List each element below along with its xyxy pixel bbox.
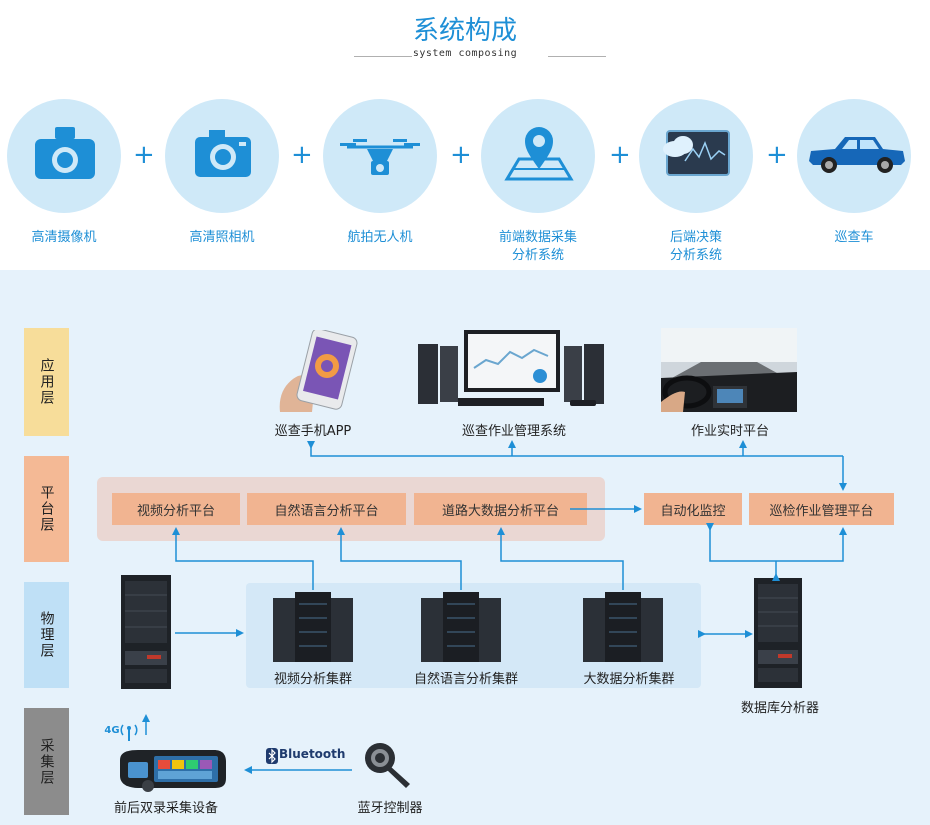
cloud-monitor-circle: [639, 99, 753, 213]
controller-label: 蓝牙控制器: [357, 801, 423, 816]
drone-circle: [323, 99, 437, 213]
bluetooth-icon: [266, 748, 278, 764]
phone-hand-image: [279, 330, 358, 412]
subtitle-rule-right: [548, 56, 606, 57]
bigdata-cluster-label: 大数据分析集群: [583, 672, 675, 687]
layer-physical: 物理层: [24, 582, 69, 688]
component-label-camera: 高清照相机: [189, 230, 255, 245]
video-platform-box: 视频分析平台: [112, 493, 240, 525]
network-4g-label: 4G: [104, 725, 120, 736]
cloud-monitor-icon: [663, 130, 730, 176]
bluetooth-controller-device: [365, 743, 410, 788]
system-label: 巡查作业管理系统: [461, 424, 566, 439]
dashboard-image: [661, 328, 797, 412]
antenna-icon: [120, 724, 138, 741]
page-subtitle: system composing: [412, 48, 518, 59]
page-title: 系统构成: [412, 16, 517, 46]
car-icon: [809, 137, 905, 173]
inspection-platform-box: 巡检作业管理平台: [749, 493, 894, 525]
server-rack-left: [121, 575, 171, 689]
layer-collection: 采集层: [24, 708, 69, 815]
video-cluster-servers: [273, 592, 353, 662]
recorder-label: 前后双录采集设备: [113, 801, 218, 816]
subtitle-rule-left: [354, 56, 412, 57]
db-analyzer-label: 数据库分析器: [740, 701, 819, 716]
nlp-cluster-label: 自然语言分析集群: [413, 672, 518, 687]
realtime-label: 作业实时平台: [690, 424, 769, 439]
component-label-drone: 航拍无人机: [347, 230, 413, 245]
map-pin-icon: [504, 127, 574, 181]
component-label-back-end: 后端决策分析系统: [669, 230, 722, 263]
car-circle: [797, 99, 911, 213]
camera-recorder-circle: [7, 99, 121, 213]
component-label-front-end: 前端数据采集分析系统: [498, 230, 577, 263]
automation-box: 自动化监控: [644, 493, 742, 525]
plus-sign-2: +: [291, 140, 313, 170]
bluetooth-label: Bluetooth: [263, 747, 349, 761]
bigdata-platform-box: 道路大数据分析平台: [414, 493, 587, 525]
db-analyzer-rack: [754, 578, 802, 688]
component-label-camera-recorder: 高清摄像机: [31, 230, 97, 245]
video-cluster-label: 视频分析集群: [273, 672, 352, 687]
plus-sign-5: +: [766, 140, 788, 170]
nlp-cluster-servers: [421, 592, 501, 662]
management-workstation-image: [418, 330, 604, 406]
camera-recorder-icon: [35, 127, 95, 179]
plus-sign-4: +: [609, 140, 631, 170]
plus-sign-1: +: [133, 140, 155, 170]
dual-recorder-device: [120, 750, 226, 792]
camera-circle: [165, 99, 279, 213]
drone-icon: [340, 139, 420, 175]
map-pin-circle: [481, 99, 595, 213]
layer-application: 应用层: [24, 328, 69, 436]
camera-icon: [195, 130, 251, 177]
bigdata-cluster-servers: [583, 592, 663, 662]
app-label: 巡查手机APP: [274, 424, 352, 439]
layer-platform: 平台层: [24, 456, 69, 562]
plus-sign-3: +: [450, 140, 472, 170]
bluetooth-text: Bluetooth: [279, 747, 346, 761]
nlp-platform-box: 自然语言分析平台: [247, 493, 406, 525]
component-label-car: 巡查车: [834, 230, 874, 245]
